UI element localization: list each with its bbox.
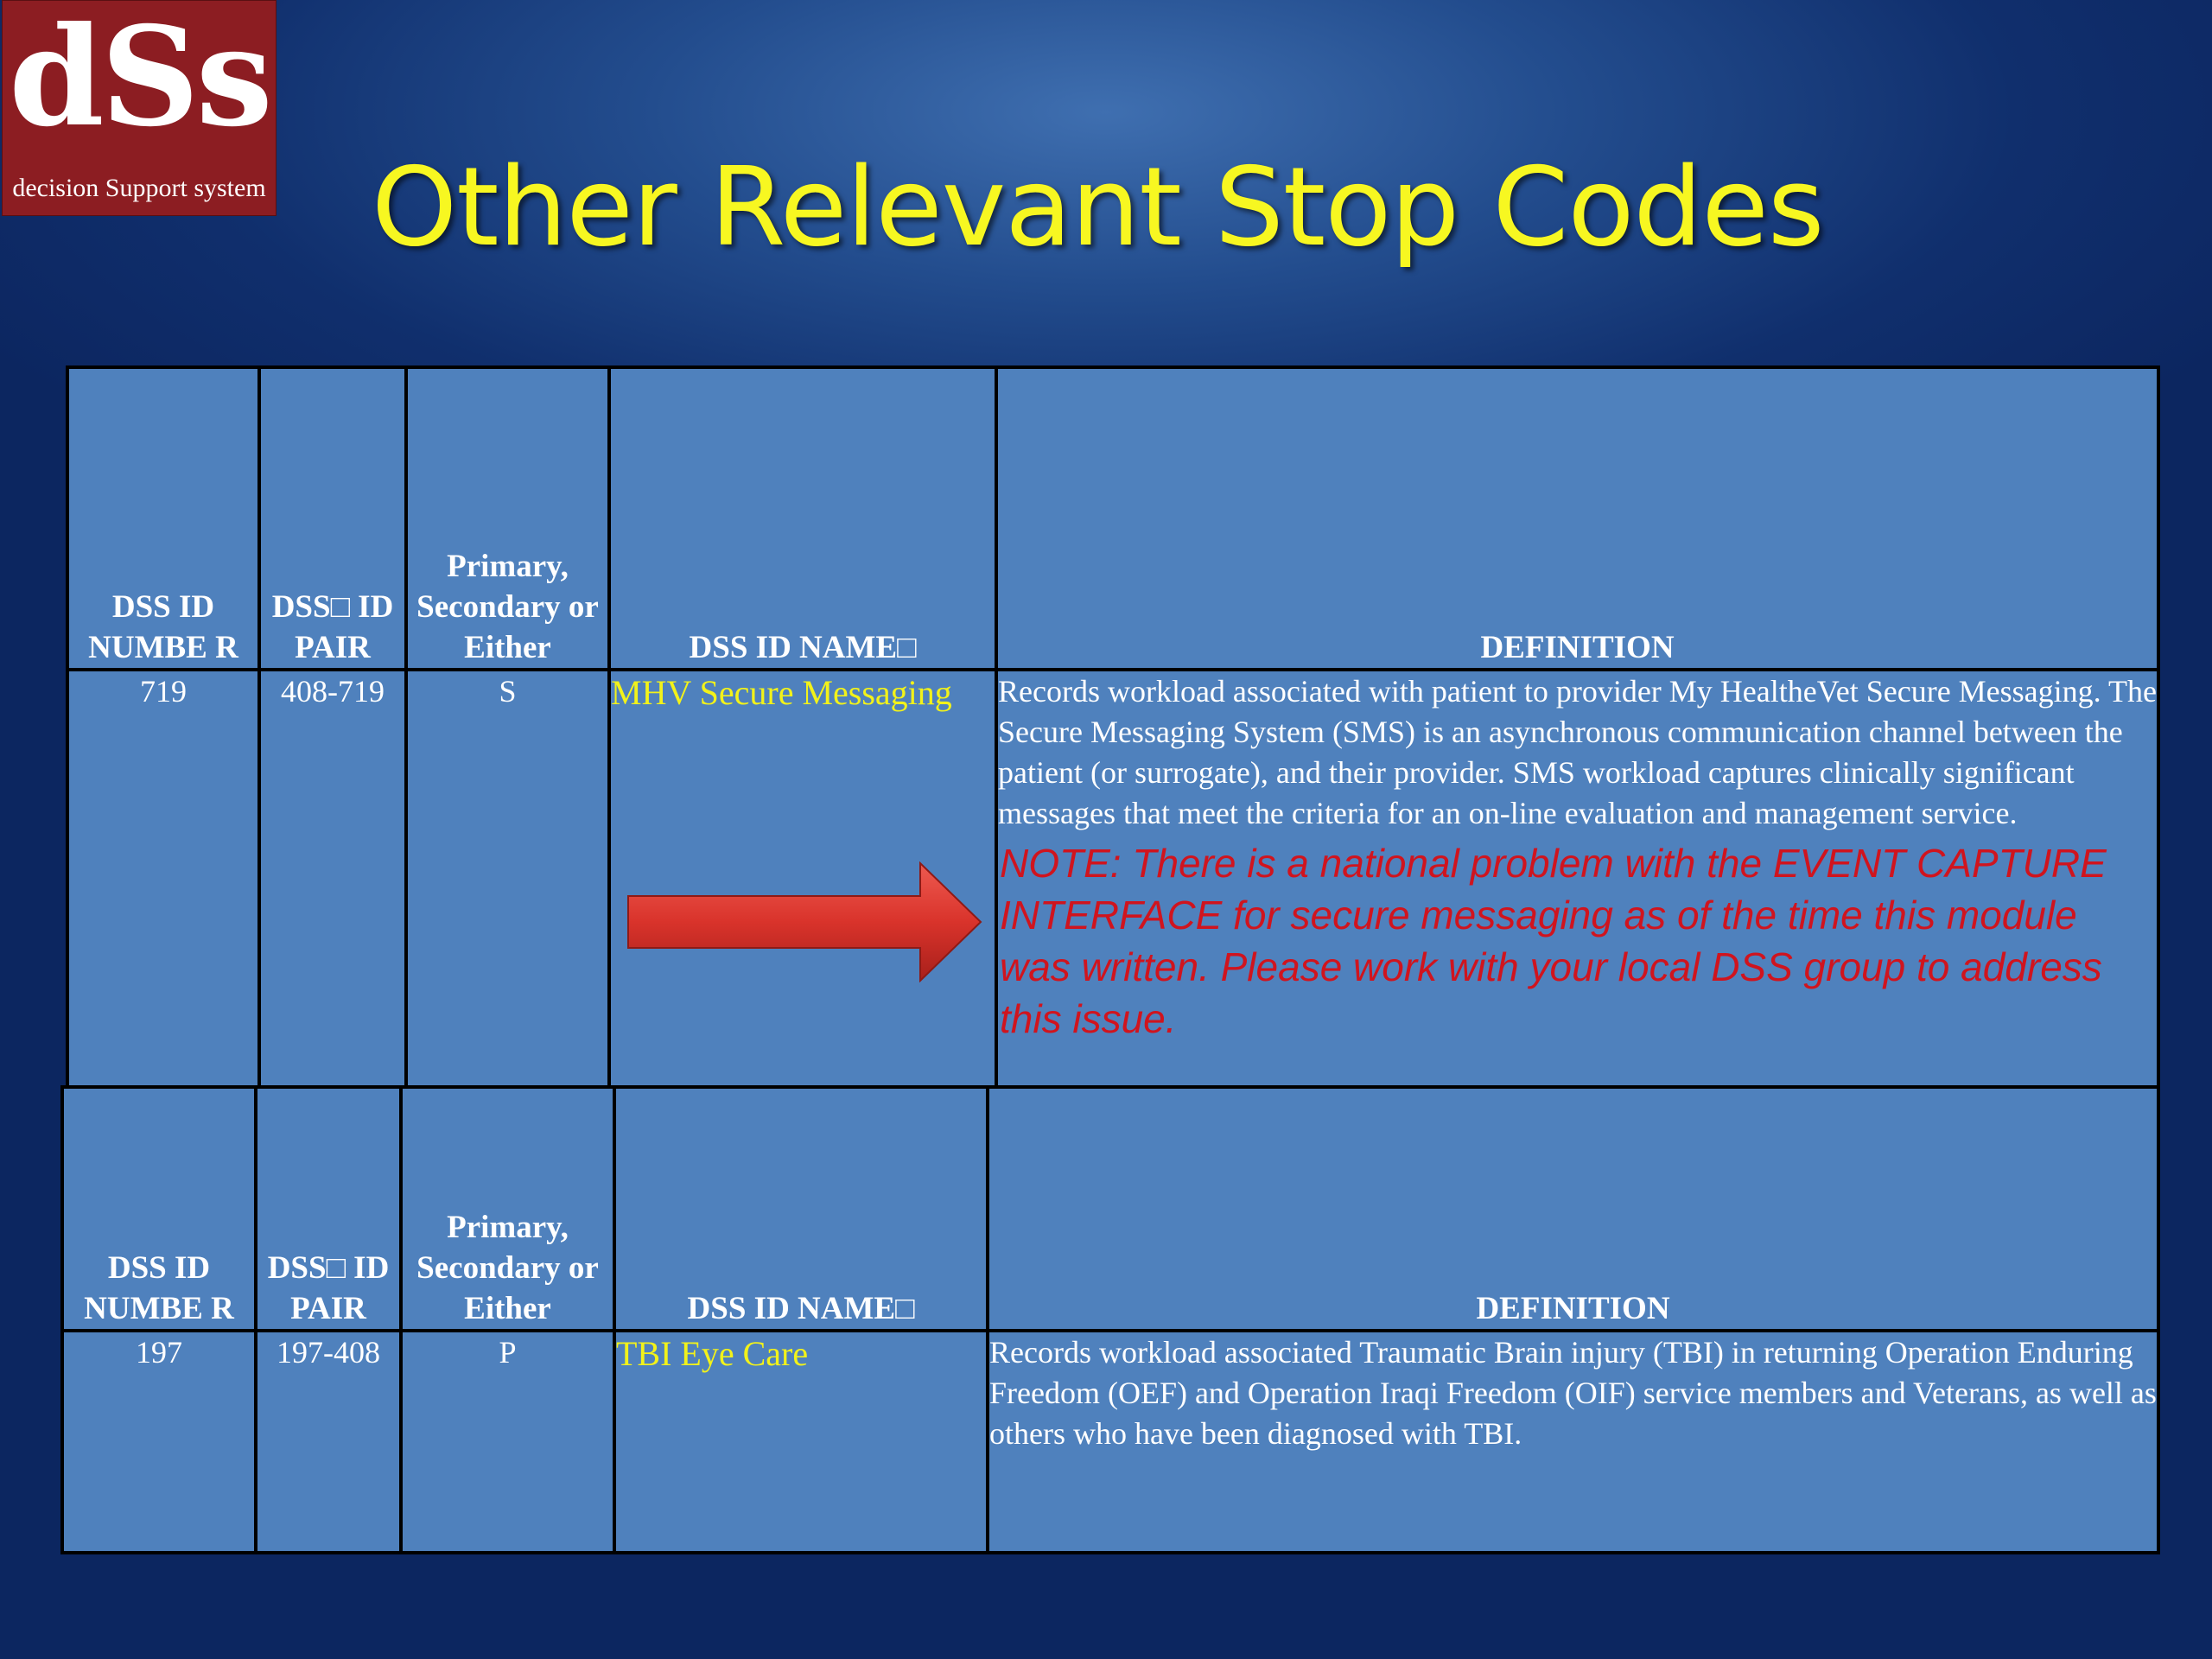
dss-logo: dSs decision Support system [2, 0, 276, 216]
definition-text: Records workload associated Traumatic Br… [989, 1335, 2157, 1451]
logo-subtitle: decision Support system [12, 174, 266, 202]
header-dss-id-pair: DSS□ ID PAIR [257, 365, 408, 671]
header-definition: DEFINITION [986, 1085, 2160, 1332]
header-dss-id-pair: DSS□ ID PAIR [254, 1085, 403, 1332]
cell-dss-id-name: MHV Secure Messaging [607, 668, 998, 1095]
cell-primary-secondary: S [404, 668, 611, 1095]
cell-primary-secondary: P [399, 1329, 616, 1554]
slide-title: Other Relevant Stop Codes [372, 143, 1825, 270]
header-dss-id-name: DSS ID NAME□ [607, 365, 998, 671]
right-arrow-icon [627, 861, 982, 982]
definition-note: NOTE: There is a national problem with t… [1000, 841, 2107, 1041]
stop-code-table-2: DSS ID NUMBE R DSS□ ID PAIR Primary, Sec… [60, 1085, 2160, 1554]
dss-id-name-text: MHV Secure Messaging [611, 673, 952, 712]
table-header-row: DSS ID NUMBE R DSS□ ID PAIR Primary, Sec… [60, 1085, 2160, 1332]
header-dss-id-number: DSS ID NUMBE R [60, 1085, 257, 1332]
cell-definition: Records workload associated with patient… [995, 668, 2160, 1095]
cell-dss-id-name: TBI Eye Care [613, 1329, 989, 1554]
header-dss-id-name: DSS ID NAME□ [613, 1085, 989, 1332]
header-definition: DEFINITION [995, 365, 2160, 671]
definition-text: Records workload associated with patient… [998, 674, 2157, 830]
cell-dss-id-pair: 197-408 [254, 1329, 403, 1554]
stop-code-table-1: DSS ID NUMBE R DSS□ ID PAIR Primary, Sec… [66, 365, 2160, 1095]
dss-id-name-text: TBI Eye Care [616, 1334, 809, 1373]
header-primary-secondary: Primary, Secondary or Either [404, 365, 611, 671]
header-primary-secondary: Primary, Secondary or Either [399, 1085, 616, 1332]
cell-dss-id-pair: 408-719 [257, 668, 408, 1095]
table-header-row: DSS ID NUMBE R DSS□ ID PAIR Primary, Sec… [66, 365, 2160, 671]
logo-mark: dSs [9, 0, 273, 157]
table-row: 197 197-408 P TBI Eye Care Records workl… [60, 1329, 2160, 1554]
table-row: 719 408-719 S MHV Secure Messaging Recor… [66, 668, 2160, 1095]
header-dss-id-number: DSS ID NUMBE R [66, 365, 261, 671]
cell-dss-id-number: 197 [60, 1329, 257, 1554]
cell-definition: Records workload associated Traumatic Br… [986, 1329, 2160, 1554]
cell-dss-id-number: 719 [66, 668, 261, 1095]
